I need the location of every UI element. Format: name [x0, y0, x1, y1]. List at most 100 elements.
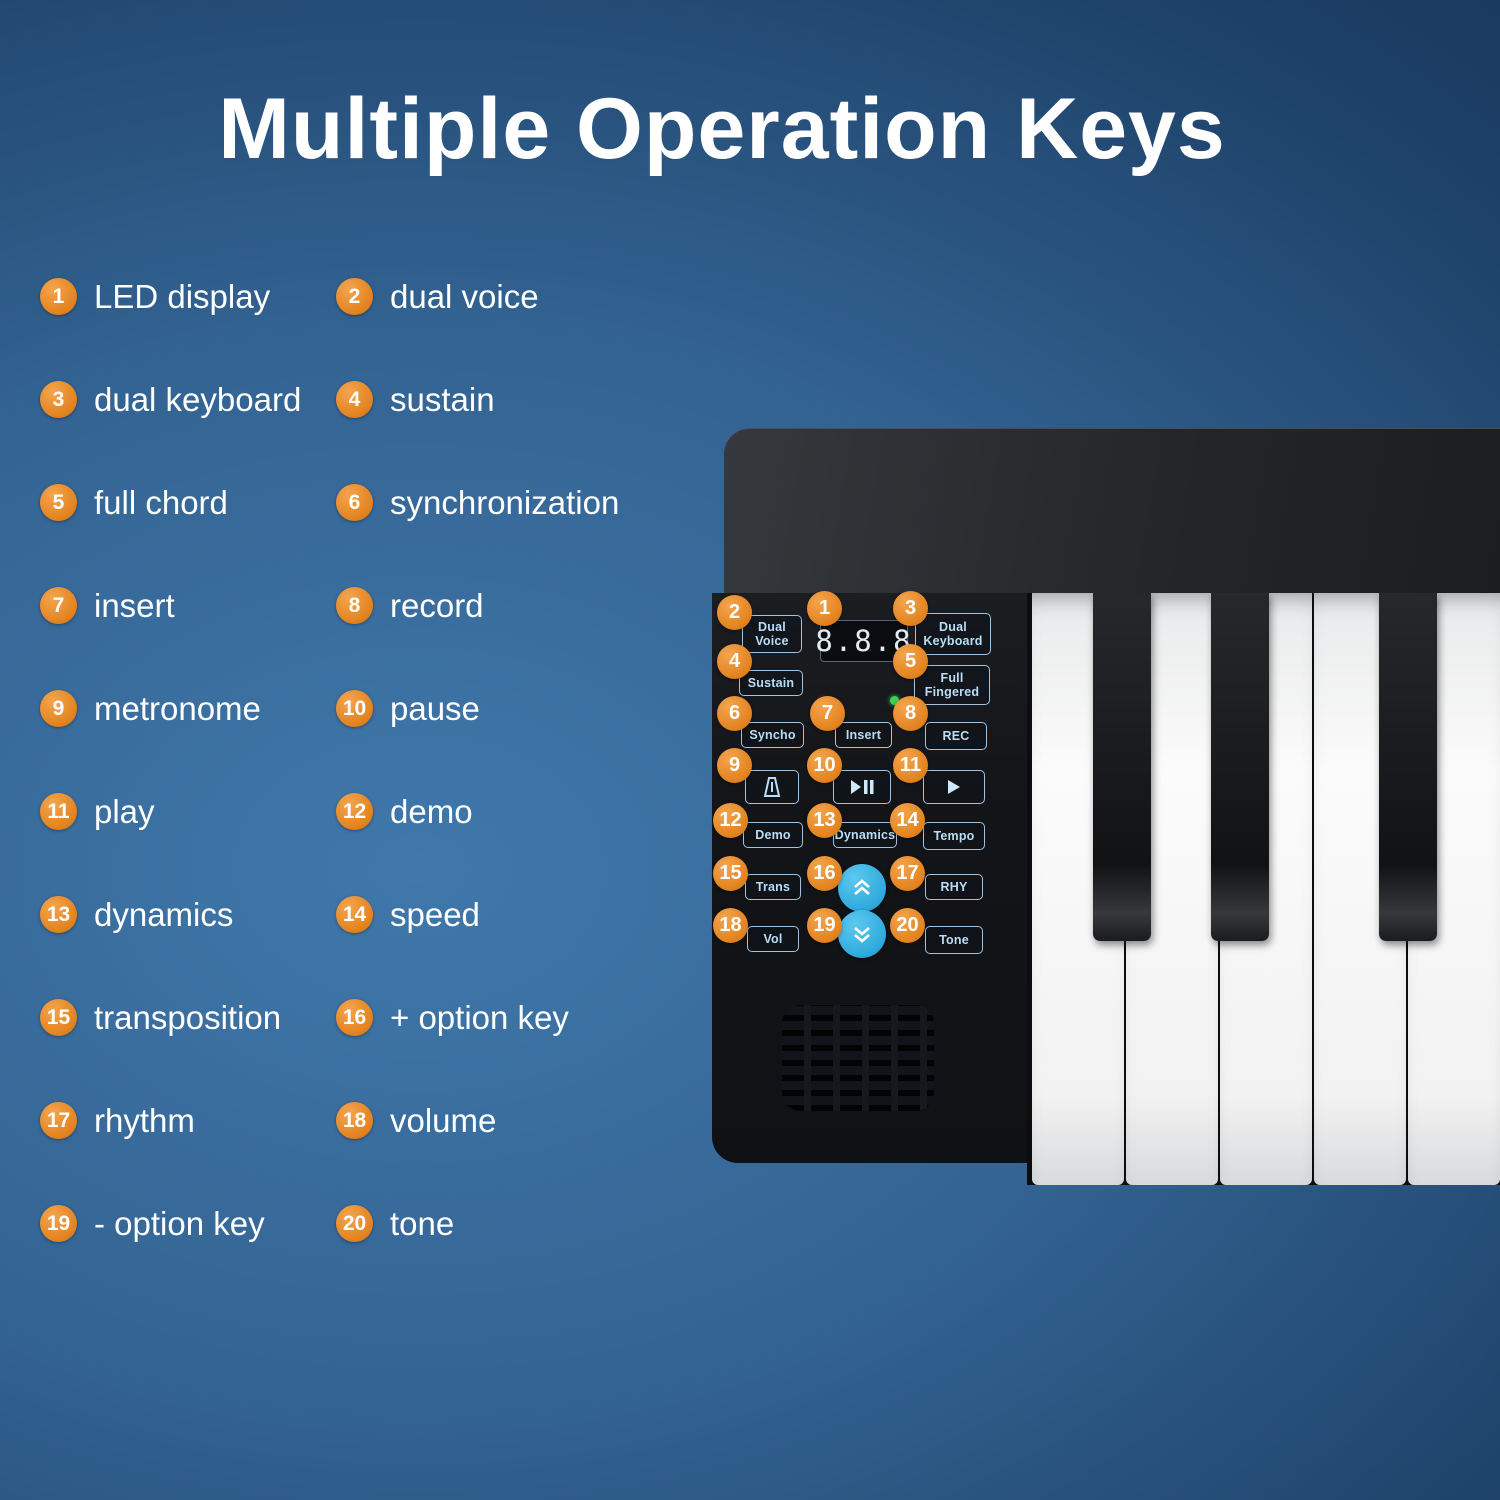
- callout-badge-8: 8: [893, 696, 928, 731]
- legend-number-badge: 13: [40, 896, 77, 933]
- legend-item: 20 tone: [336, 1205, 716, 1243]
- callout-badge-10: 10: [807, 748, 842, 783]
- legend-item: 18 volume: [336, 1102, 716, 1140]
- legend-item: 11 play: [40, 793, 336, 831]
- callout-badge-1: 1: [807, 591, 842, 626]
- pause-button[interactable]: [833, 770, 891, 804]
- legend-label: tone: [390, 1204, 455, 1242]
- legend-item: 19 - option key: [40, 1205, 336, 1243]
- syncho-button[interactable]: Syncho: [741, 722, 804, 748]
- callout-badge-7: 7: [810, 696, 845, 731]
- demo-button[interactable]: Demo: [743, 822, 803, 848]
- legend-item: 17 rhythm: [40, 1102, 336, 1140]
- piano-keybed: [1027, 593, 1500, 1185]
- speaker-grille: [782, 1005, 934, 1111]
- chevron-up-icon: [854, 879, 870, 895]
- legend-number-badge: 12: [336, 793, 373, 830]
- black-key[interactable]: [1379, 593, 1437, 941]
- chevron-down-icon: [854, 927, 870, 943]
- page-title: Multiple Operation Keys: [218, 81, 1226, 177]
- option-plus-button[interactable]: [838, 864, 886, 912]
- full-fingered-button[interactable]: Full Fingered: [914, 665, 990, 705]
- callout-badge-17: 17: [890, 856, 925, 891]
- black-key[interactable]: [1093, 593, 1151, 941]
- vol-button[interactable]: Vol: [747, 926, 799, 952]
- rec-button[interactable]: REC: [925, 722, 987, 750]
- legend-number-badge: 6: [336, 484, 373, 521]
- legend-item: 5 full chord: [40, 484, 336, 522]
- legend-number-badge: 16: [336, 999, 373, 1036]
- legend-label: LED display: [94, 277, 271, 315]
- legend-number-badge: 11: [40, 793, 77, 830]
- legend-item: 14 speed: [336, 896, 716, 934]
- metronome-button[interactable]: [745, 770, 799, 804]
- callout-badge-15: 15: [713, 856, 748, 891]
- legend-item: 3 dual keyboard: [40, 381, 336, 419]
- legend-label: dynamics: [94, 895, 234, 933]
- legend-number-badge: 10: [336, 690, 373, 727]
- legend-item: 15 transposition: [40, 999, 336, 1037]
- legend-number-badge: 17: [40, 1102, 77, 1139]
- legend-item: 6 synchronization: [336, 484, 716, 522]
- legend-label: synchronization: [390, 483, 620, 521]
- legend-label: volume: [390, 1101, 497, 1139]
- legend-item: 16 + option key: [336, 999, 716, 1037]
- piano-keyboard: 8.8.8 Dual Voice Dual Keyboard Sustain F…: [712, 428, 1500, 1185]
- legend-number-badge: 5: [40, 484, 77, 521]
- legend-item: 12 demo: [336, 793, 716, 831]
- callout-badge-2: 2: [717, 595, 752, 630]
- legend-number-badge: 1: [40, 278, 77, 315]
- legend-item: 9 metronome: [40, 690, 336, 728]
- legend-label: sustain: [390, 380, 495, 418]
- play-icon: [948, 780, 960, 794]
- led-display: 8.8.8: [815, 620, 911, 662]
- legend-item: 8 record: [336, 587, 716, 625]
- piano-top-slab: [724, 428, 1500, 596]
- power-led: [890, 696, 899, 705]
- legend-number-badge: 9: [40, 690, 77, 727]
- callout-badge-3: 3: [893, 591, 928, 626]
- legend-number-badge: 8: [336, 587, 373, 624]
- dual-voice-button[interactable]: Dual Voice: [742, 615, 802, 653]
- rhy-button[interactable]: RHY: [925, 874, 983, 900]
- legend-label: pause: [390, 689, 480, 727]
- callout-badge-13: 13: [807, 803, 842, 838]
- legend-item: 4 sustain: [336, 381, 716, 419]
- callout-badge-11: 11: [893, 748, 928, 783]
- legend-label: record: [390, 586, 484, 624]
- legend-number-badge: 7: [40, 587, 77, 624]
- callout-badge-18: 18: [713, 908, 748, 943]
- option-minus-button[interactable]: [838, 910, 886, 958]
- play-button[interactable]: [923, 770, 985, 804]
- callout-badge-20: 20: [890, 908, 925, 943]
- tempo-button[interactable]: Tempo: [923, 822, 985, 850]
- dynamics-button[interactable]: Dynamics: [833, 822, 897, 848]
- legend-label: metronome: [94, 689, 261, 727]
- legend-label: dual voice: [390, 277, 539, 315]
- callout-badge-6: 6: [717, 696, 752, 731]
- legend-item: 2 dual voice: [336, 278, 716, 316]
- legend-number-badge: 4: [336, 381, 373, 418]
- legend-item: 13 dynamics: [40, 896, 336, 934]
- metronome-icon: [763, 777, 781, 797]
- sustain-button[interactable]: Sustain: [739, 670, 803, 696]
- legend-item: 1 LED display: [40, 278, 336, 316]
- insert-button[interactable]: Insert: [835, 722, 892, 748]
- legend-number-badge: 3: [40, 381, 77, 418]
- callout-badge-4: 4: [717, 644, 752, 679]
- legend-label: speed: [390, 895, 480, 933]
- legend-label: + option key: [390, 998, 569, 1036]
- legend-item: 7 insert: [40, 587, 336, 625]
- legend-label: insert: [94, 586, 175, 624]
- legend-number-badge: 20: [336, 1205, 373, 1242]
- dual-keyboard-button[interactable]: Dual Keyboard: [915, 613, 991, 655]
- legend-label: transposition: [94, 998, 282, 1036]
- legend-label: - option key: [94, 1204, 265, 1242]
- legend-number-badge: 15: [40, 999, 77, 1036]
- legend-number-badge: 14: [336, 896, 373, 933]
- callout-badge-12: 12: [713, 803, 748, 838]
- trans-button[interactable]: Trans: [745, 874, 801, 900]
- black-key[interactable]: [1211, 593, 1269, 941]
- tone-button[interactable]: Tone: [925, 926, 983, 954]
- callout-badge-9: 9: [717, 748, 752, 783]
